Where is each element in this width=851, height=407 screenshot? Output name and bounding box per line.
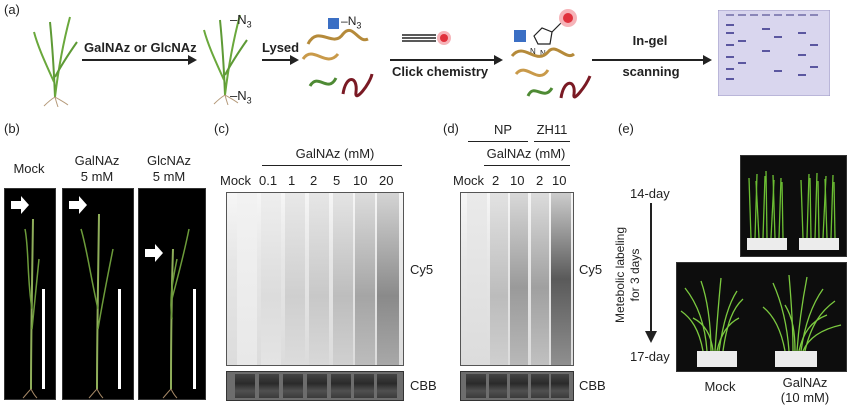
panel-c-label: (c) [214, 121, 229, 136]
np-underline [468, 141, 528, 142]
col-glcnaz-label-2: 5 mM [136, 169, 202, 184]
gel-lane [551, 374, 569, 398]
cond-mock-label: Mock [690, 379, 750, 394]
zh11-underline [534, 141, 570, 142]
gel-lane [331, 374, 351, 398]
gel-lane [283, 374, 303, 398]
gel-lane [531, 193, 549, 365]
gel-lane [261, 193, 281, 365]
lane-label: 10 [552, 173, 566, 188]
arrow-shaft-1 [82, 59, 190, 61]
gel-lane [259, 374, 279, 398]
galnaz-header-c: GalNAz (mM) [270, 146, 400, 161]
lane-label: 5 [333, 173, 340, 188]
col-galnaz-label-2: 5 mM [64, 169, 130, 184]
cy5-label-c: Cy5 [410, 262, 433, 277]
panel-a-label: (a) [4, 2, 20, 17]
group-zh11-label: ZH11 [532, 122, 572, 137]
panel-b-label: (b) [4, 121, 20, 136]
lane-label: Mock [220, 173, 251, 188]
gel-lane [490, 193, 508, 365]
protein-azide-label: –N3 [341, 14, 361, 30]
header-underline-d [484, 165, 570, 166]
gel-lane [237, 193, 257, 365]
cond-galnaz-label-1: GalNAz [770, 375, 840, 390]
gel-lane [510, 374, 528, 398]
step-scan-label-1: In-gel [620, 33, 680, 48]
day17-seedlings-photo [676, 262, 847, 372]
gel-lane [551, 193, 571, 365]
alkyne-probe-icon [400, 28, 460, 48]
gel-lane [377, 374, 397, 398]
gel-lane [355, 193, 375, 365]
lane-label: 1 [288, 173, 295, 188]
azide-bottom-label: –N3 [230, 88, 252, 106]
cy5-gel-c [226, 192, 404, 366]
azide-top-label: –N3 [230, 12, 252, 30]
protein-strands-icon [298, 14, 378, 104]
gel-lane [531, 374, 549, 398]
lane-label: 0.1 [259, 173, 277, 188]
gel-lane [489, 374, 507, 398]
step-feed-label: GalNAz or GlcNAz [84, 40, 197, 55]
arrow-right-icon [188, 55, 197, 65]
gel-lane [285, 193, 305, 365]
lane-label: 10 [510, 173, 524, 188]
mock-plant-photo [4, 188, 56, 400]
cbb-gel-c [226, 371, 404, 401]
gel-lane [333, 193, 353, 365]
gel-lane [466, 374, 486, 398]
lane-label: 2 [310, 173, 317, 188]
step-lyse-label: Lysed [262, 40, 299, 55]
lane-label: Mock [453, 173, 484, 188]
vertical-caption-line-1: Metebolic labeling [613, 195, 628, 355]
gel-lane [510, 193, 528, 365]
glcnaz-plant-photo [138, 188, 206, 400]
arrow-down-icon [645, 331, 657, 343]
panel-e-label: (e) [618, 121, 634, 136]
cy5-gel-d [460, 192, 574, 366]
arrow-shaft-3 [390, 59, 495, 61]
gel-lane [307, 374, 327, 398]
lane-label: 20 [379, 173, 393, 188]
arrow-shaft-4 [592, 59, 704, 61]
group-np-label: NP [488, 122, 518, 137]
seedling-plant-icon [30, 12, 80, 107]
panel-d-label: (d) [443, 121, 459, 136]
arrow-right-icon [494, 55, 503, 65]
gel-lane [377, 193, 399, 365]
arrow-right-icon [703, 55, 712, 65]
lane-label: 2 [536, 173, 543, 188]
clicked-protein-icon: N N [506, 6, 596, 106]
header-underline-c [262, 165, 402, 166]
gel-lane [235, 374, 255, 398]
day14-seedlings-photo [740, 155, 847, 257]
gel-scan-icon [718, 10, 830, 96]
cbb-gel-d [460, 371, 574, 401]
col-glcnaz-label-1: GlcNAz [136, 153, 202, 168]
step-scan-label-2: scanning [616, 64, 686, 79]
vertical-caption: Metebolic labeling for 3 days [598, 260, 658, 300]
galnaz-header-d: GalNAz (mM) [478, 146, 574, 161]
gel-lane [467, 193, 487, 365]
cbb-label-d: CBB [579, 378, 606, 393]
gel-lane [354, 374, 374, 398]
cbb-label-c: CBB [410, 378, 437, 393]
lane-label: 2 [492, 173, 499, 188]
col-mock-label: Mock [6, 161, 52, 176]
lane-label: 10 [353, 173, 367, 188]
arrow-shaft-2 [262, 59, 292, 61]
vertical-caption-line-2: for 3 days [628, 195, 643, 355]
step-click-label: Click chemistry [392, 64, 488, 79]
galnaz-plant-photo [62, 188, 134, 400]
gel-lane [309, 193, 329, 365]
cond-galnaz-label-2: (10 mM) [770, 390, 840, 405]
col-galnaz-label-1: GalNAz [64, 153, 130, 168]
